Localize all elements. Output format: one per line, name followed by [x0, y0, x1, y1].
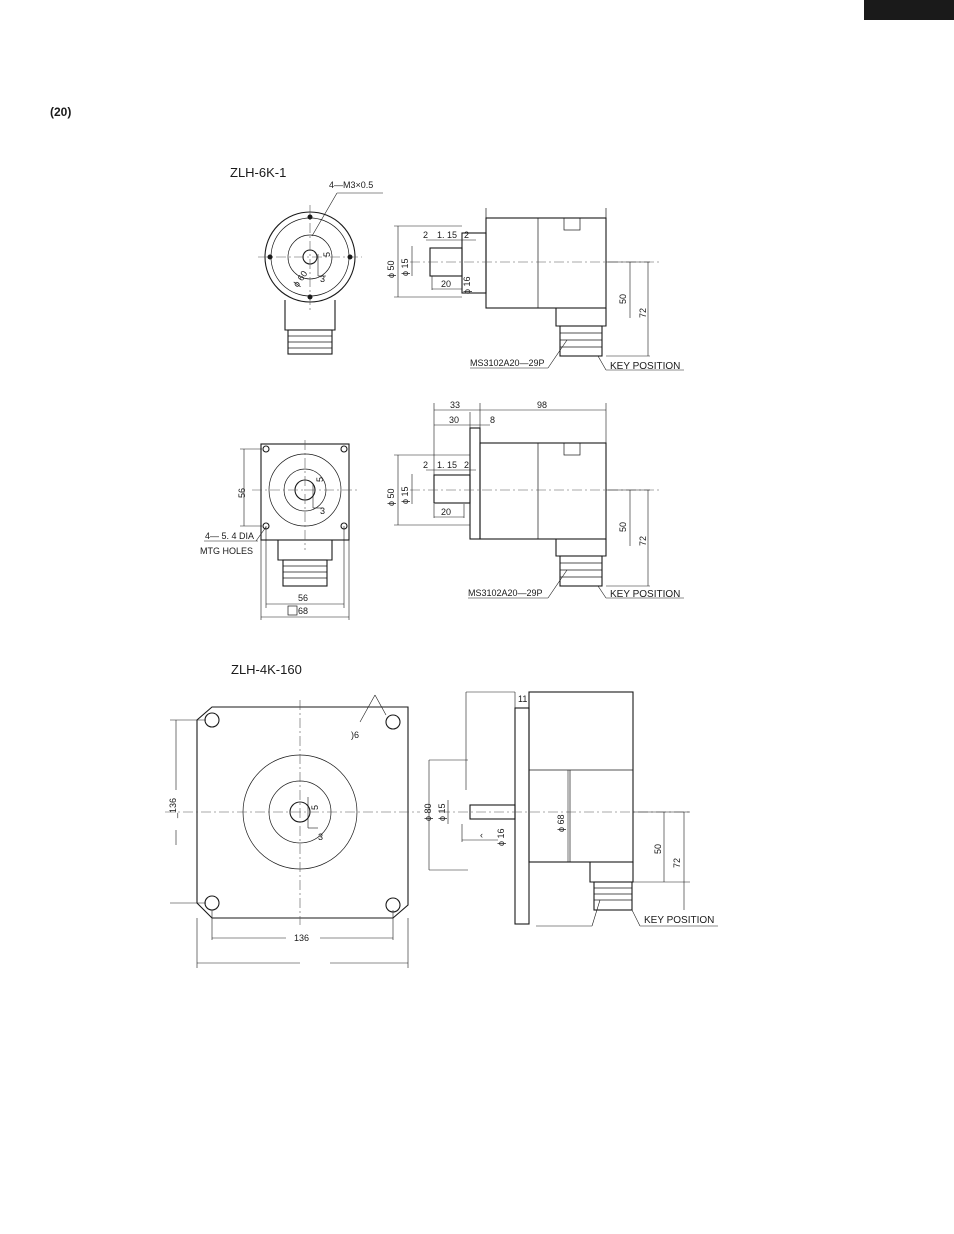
dim-2c: 2 — [423, 460, 428, 470]
side-view-square — [394, 403, 684, 599]
key-position-label-3: KEY POSITION — [644, 915, 714, 926]
key-position-label-1: KEY POSITION — [610, 361, 680, 372]
connector-label-2: MS3102A20—29P — [468, 588, 543, 598]
dim-2a: 2 — [423, 230, 428, 240]
dim-50b: 50 — [618, 522, 628, 532]
dim-68: 68 — [298, 606, 308, 616]
dim-d50a: ϕ 50 — [386, 260, 396, 278]
dim-56-horiz: 56 — [298, 593, 308, 603]
dim-d68: ϕ 68 — [556, 814, 566, 832]
dim-d15a: ϕ 15 — [400, 258, 410, 276]
holes-label-2: MTG HOLES — [200, 546, 253, 556]
dim-2d: 2 — [464, 460, 469, 470]
holes-label-1: 4— 5. 4 DIA — [205, 531, 254, 541]
dim-comma: ‹ — [480, 830, 483, 840]
dim-11: 11 — [518, 694, 527, 704]
square-symbol — [287, 605, 298, 616]
dim-d15c: ϕ 15 — [437, 803, 447, 821]
dim-5a: 5 — [322, 252, 332, 257]
front-view-large — [165, 694, 420, 968]
dim-20b: 20 — [441, 507, 451, 517]
dim-50c: 50 — [653, 844, 663, 854]
connector-label-1: MS3102A20—29P — [470, 358, 545, 368]
model-title-2: ZLH-4K-160 — [231, 662, 302, 677]
dim-20a: 20 — [441, 279, 451, 289]
page-number: (20) — [50, 105, 71, 119]
dim-3a: 3 — [320, 274, 325, 284]
model-title-1: ZLH-6K-1 — [230, 165, 286, 180]
dim-d80: ϕ 80 — [423, 803, 433, 821]
corner-tab — [864, 0, 954, 20]
dim-72a: 72 — [638, 308, 648, 318]
dim-2b: 2 — [464, 230, 469, 240]
front-view-round — [258, 192, 383, 355]
dim-136-vert: _136 — [168, 798, 178, 819]
dim-d16c: ϕ 16 — [496, 828, 506, 846]
dim-d50b: ϕ 50 — [386, 488, 396, 506]
side-view-round — [394, 208, 684, 371]
dim-56-vert: 56 — [237, 488, 247, 498]
dim-5c: 5 — [310, 805, 320, 810]
dim-30: 30 — [449, 415, 459, 425]
dim-72c: 72 — [672, 858, 682, 868]
side-view-large — [428, 691, 718, 927]
front-view-square — [204, 440, 358, 620]
dim-8: 8 — [490, 415, 495, 425]
dim-115a: 1. 15 — [437, 230, 457, 240]
dim-136-horiz: 136 — [294, 933, 309, 943]
dim-d15b: ϕ 15 — [400, 486, 410, 504]
screw-label: 4—M3×0.5 — [329, 180, 373, 190]
dim-115b: 1. 15 — [437, 460, 457, 470]
dim-d16a: ϕ 16 — [462, 276, 472, 294]
dim-50a: 50 — [618, 294, 628, 304]
dim-98: 98 — [537, 400, 547, 410]
key-position-label-2: KEY POSITION — [610, 589, 680, 600]
dim-3c: 3 — [318, 832, 323, 842]
dim-5b: 5 — [315, 477, 325, 482]
dim-33: 33 — [450, 400, 460, 410]
dim-3b: 3 — [320, 506, 325, 516]
dim-36: )6 — [351, 730, 359, 740]
dim-72b: 72 — [638, 536, 648, 546]
